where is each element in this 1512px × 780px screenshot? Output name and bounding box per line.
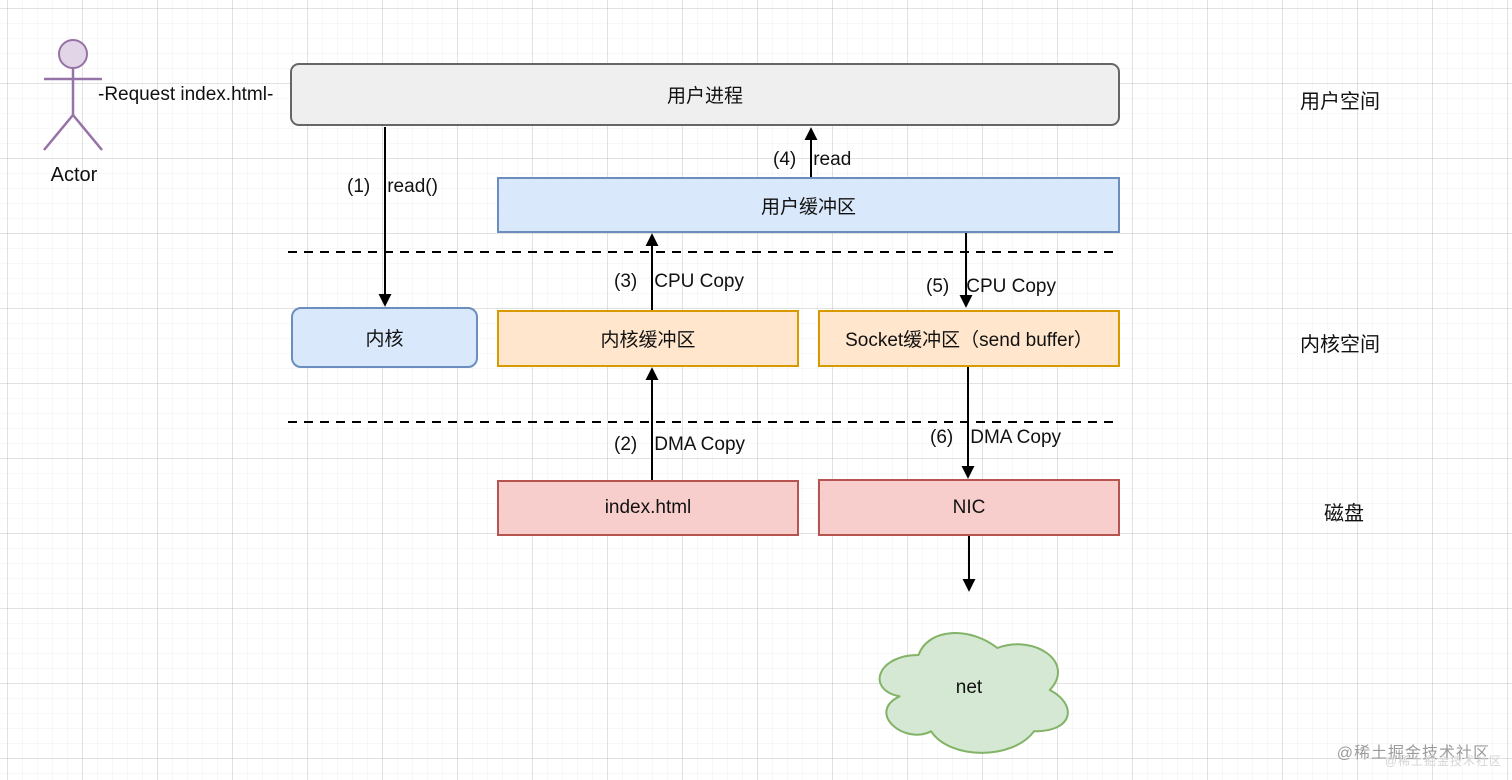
step-5-num: (5) [926, 276, 950, 297]
user-space-label: 用户空间 [1300, 91, 1380, 113]
step-1-num: (1) [347, 176, 371, 197]
actor-label: Actor [50, 164, 98, 186]
step-3-text: CPU Copy [654, 271, 744, 292]
step-3-num: (3) [614, 271, 638, 292]
kernel-space-label: 内核空间 [1300, 334, 1380, 356]
step-2-text: DMA Copy [654, 434, 746, 455]
net-label: net [955, 677, 983, 698]
step-4-text: read [813, 149, 852, 170]
user-process-box: 用户进程 [290, 63, 1120, 126]
socket-buffer-box: Socket缓冲区（send buffer） [818, 310, 1120, 367]
step-3-label: (3) CPU Copy [614, 271, 744, 293]
kernel-buffer-box: 内核缓冲区 [497, 310, 799, 367]
step-1-text: read() [387, 176, 438, 197]
actor-icon [43, 39, 103, 151]
watermark-text-shadow: @稀土掘金技术社区 [1384, 754, 1502, 768]
request-label: -Request index.html- [98, 84, 274, 105]
step-5-label: (5) CPU Copy [926, 276, 1056, 298]
disk-label: 磁盘 [1324, 503, 1364, 525]
watermark-text: @稀土掘金技术社区 [1336, 745, 1490, 762]
step-2-num: (2) [614, 434, 638, 455]
step-5-text: CPU Copy [966, 276, 1056, 297]
step-1-label: (1) read() [347, 176, 438, 198]
step-2-label: (2) DMA Copy [614, 434, 745, 456]
step-4-label: (4) read [773, 149, 851, 171]
step-4-num: (4) [773, 149, 797, 170]
nic-box: NIC [818, 479, 1120, 536]
net-cloud-shape [878, 632, 1069, 754]
step-6-text: DMA Copy [970, 427, 1062, 448]
kernel-box: 内核 [291, 307, 478, 368]
step-6-label: (6) DMA Copy [930, 427, 1061, 449]
user-buffer-box: 用户缓冲区 [497, 177, 1120, 233]
step-6-num: (6) [930, 427, 954, 448]
index-html-box: index.html [497, 480, 799, 536]
